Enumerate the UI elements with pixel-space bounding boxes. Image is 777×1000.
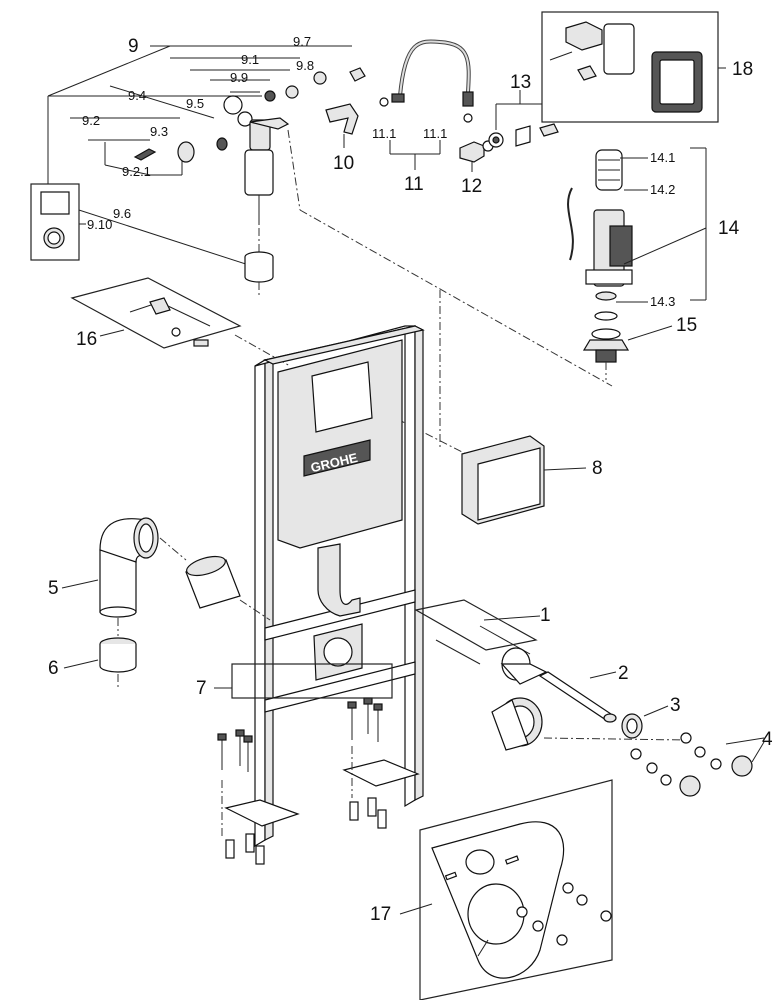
grohe-logo-badge bbox=[303, 439, 371, 477]
ring-part-9-5b bbox=[237, 111, 253, 127]
callout-7: 7 bbox=[196, 678, 207, 699]
callout-14-2: 14.2 bbox=[650, 182, 675, 197]
group-16-fixing-set: 16 bbox=[70, 277, 242, 350]
callout-9-2-1: 9.2.1 bbox=[122, 164, 151, 179]
callout-11-1-right: 11.1 bbox=[423, 126, 447, 141]
part-6-cap: 6 bbox=[48, 637, 137, 690]
connector-sleeve bbox=[159, 537, 271, 621]
callout-9-4: 9.4 bbox=[128, 88, 146, 103]
left-foot-plate bbox=[224, 799, 300, 827]
part-9-9 bbox=[264, 90, 276, 102]
fill-valve-float bbox=[244, 149, 274, 196]
callout-11: 11 bbox=[404, 174, 424, 195]
inset-18-actuator-plate: 18 bbox=[541, 11, 753, 123]
callout-9-1: 9.1 bbox=[241, 52, 259, 67]
washer-part-9-4 bbox=[216, 137, 228, 151]
installation-frame: GROHE bbox=[217, 324, 425, 865]
callout-8: 8 bbox=[592, 458, 603, 479]
part-9-8 bbox=[313, 71, 327, 85]
callout-9-8: 9.8 bbox=[296, 58, 314, 73]
callout-17: 17 bbox=[370, 904, 391, 925]
filter-part-9-5 bbox=[223, 95, 243, 115]
sleeve-part-9-6 bbox=[244, 257, 274, 283]
callout-9: 9 bbox=[128, 36, 139, 57]
callout-14-3: 14.3 bbox=[650, 294, 675, 309]
callout-18: 18 bbox=[732, 59, 753, 80]
callout-9-9: 9.9 bbox=[230, 70, 248, 85]
part-11-supply-hose: 11.1 11.1 11 bbox=[372, 39, 474, 195]
callout-6: 6 bbox=[48, 658, 59, 679]
callout-14: 14 bbox=[718, 218, 740, 239]
callout-16: 16 bbox=[76, 329, 97, 350]
inset-9-10: 9.10 bbox=[30, 183, 112, 261]
part-5-flush-bend: 5 bbox=[48, 517, 159, 636]
cistern-tank bbox=[277, 339, 403, 549]
part-9-1 bbox=[285, 85, 299, 99]
group-14-flush-valve: 14.1 14.2 14.3 14 bbox=[567, 147, 740, 321]
callout-1: 1 bbox=[540, 605, 551, 626]
callout-9-10: 9.10 bbox=[87, 217, 112, 232]
callout-9-6: 9.6 bbox=[113, 206, 131, 221]
clip-part-9-2 bbox=[133, 148, 157, 161]
callout-11-1-left: 11.1 bbox=[372, 126, 396, 141]
callout-10: 10 bbox=[333, 153, 354, 174]
right-foot-plate bbox=[342, 759, 420, 787]
callout-9-5: 9.5 bbox=[186, 96, 204, 111]
part-15-valve-seat: 15 bbox=[582, 315, 697, 380]
callout-12: 12 bbox=[461, 176, 482, 197]
callout-13: 13 bbox=[510, 72, 531, 93]
callout-9-3: 9.3 bbox=[150, 124, 168, 139]
part-17-insulation-pad: 17 bbox=[370, 779, 613, 1000]
callout-14-1: 14.1 bbox=[650, 150, 675, 165]
cistern-opening bbox=[311, 361, 373, 433]
callout-3: 3 bbox=[670, 695, 681, 716]
fill-valve-top bbox=[249, 117, 290, 130]
part-12-angle-valve: 12 bbox=[459, 140, 494, 197]
part-9-7 bbox=[349, 67, 366, 82]
callout-9-7: 9.7 bbox=[293, 34, 311, 49]
part-8-inspection-box: 8 bbox=[461, 435, 603, 525]
group-9-fill-valve-kit: 9 9.7 9.1 9.8 9.9 9.4 9.5 9.2 9.3 9.2.1 … bbox=[47, 34, 366, 296]
flush-elbow bbox=[317, 543, 361, 617]
callout-9-2: 9.2 bbox=[82, 113, 100, 128]
callout-2: 2 bbox=[618, 663, 629, 684]
callout-7-group: 7 bbox=[196, 663, 393, 699]
parts-1-4-pan-fixings: 1 2 3 4 bbox=[414, 599, 773, 797]
part-10-bracket: 10 bbox=[325, 103, 359, 174]
callout-5: 5 bbox=[48, 578, 59, 599]
callout-15: 15 bbox=[676, 315, 697, 336]
callout-4: 4 bbox=[762, 729, 773, 750]
nut-part-9-3 bbox=[177, 141, 195, 163]
